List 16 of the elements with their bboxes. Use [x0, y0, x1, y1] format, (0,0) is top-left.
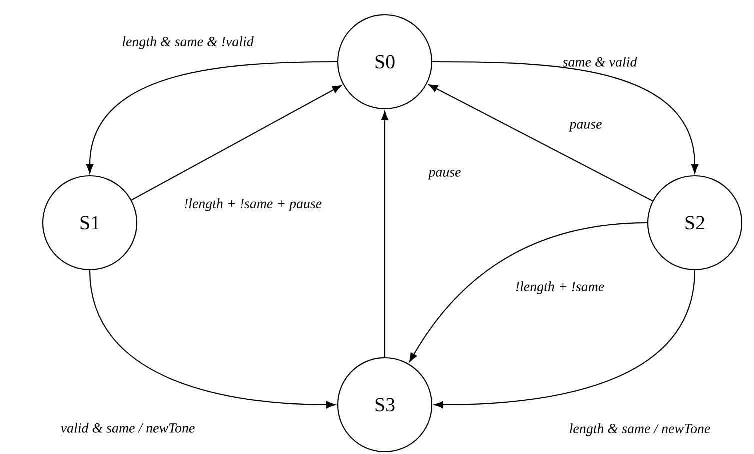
transition-arrow — [432, 61, 699, 174]
transition-arrow — [89, 270, 336, 409]
edge-label: length & same / newTone — [570, 424, 710, 436]
transition-arrow — [381, 111, 389, 358]
transition-arrow — [434, 270, 696, 409]
transition-arrow — [131, 85, 342, 201]
edge-label: !length + !same — [516, 282, 604, 294]
transition-arrow — [409, 222, 648, 362]
edge-label: same & valid — [562, 57, 638, 67]
edge-label: pause — [568, 122, 602, 132]
transition-arrow — [428, 84, 654, 202]
edge-label: pause — [428, 170, 461, 180]
edge-label: length & same & !valid — [122, 36, 254, 50]
edge-label: valid & same / newTone — [61, 423, 195, 433]
edge-label: !length + !same + pause — [185, 198, 322, 212]
transition-arrow — [86, 61, 338, 174]
